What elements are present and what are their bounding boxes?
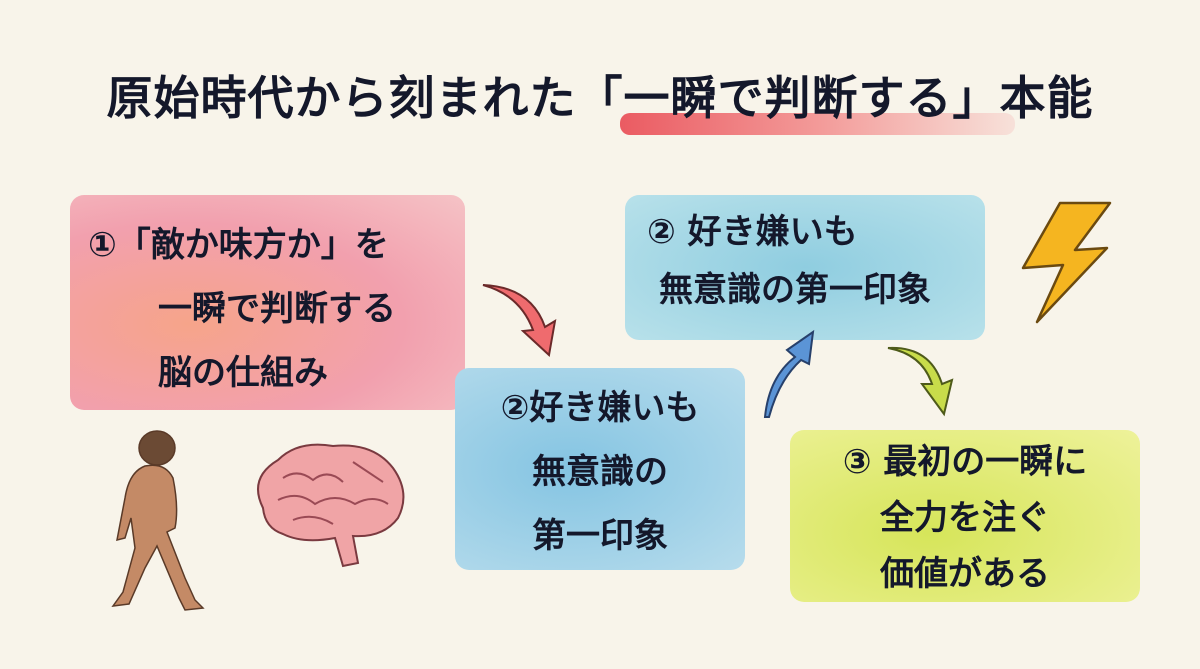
box-line: 価値がある bbox=[880, 554, 1050, 594]
box-line: 無意識の bbox=[532, 452, 668, 492]
box-step-1: ①「敵か味方か」を 一瞬で判断する 脳の仕組み bbox=[70, 195, 465, 410]
box-line: 無意識の第一印象 bbox=[659, 270, 931, 310]
page-title: 原始時代から刻まれた「一瞬で判断する」本能 bbox=[106, 71, 1094, 125]
box-line: 脳の仕組み bbox=[158, 353, 328, 393]
box-step-2-bottom: ②好き嫌いも 無意識の 第一印象 bbox=[455, 368, 745, 570]
arrow-blue-icon bbox=[763, 329, 815, 418]
box-line: 一瞬で判断する bbox=[158, 289, 396, 329]
caveman-icon bbox=[111, 430, 205, 611]
box-line: ①「敵か味方か」を bbox=[88, 225, 389, 265]
box-line: ③ 最初の一瞬に bbox=[842, 442, 1088, 482]
title-highlight bbox=[620, 113, 1015, 135]
brain-icon bbox=[257, 443, 405, 568]
box-line: ②好き嫌いも bbox=[500, 388, 700, 428]
arrow-red-icon bbox=[482, 284, 557, 357]
box-line: ② 好き嫌いも bbox=[647, 212, 858, 252]
box-line: 全力を注ぐ bbox=[880, 498, 1050, 538]
arrow-green-icon bbox=[887, 346, 954, 417]
box-step-2-top: ② 好き嫌いも 無意識の第一印象 bbox=[625, 195, 985, 340]
box-step-3: ③ 最初の一瞬に 全力を注ぐ 価値がある bbox=[790, 430, 1140, 602]
lightning-icon bbox=[1021, 201, 1112, 324]
box-line: 第一印象 bbox=[532, 516, 668, 556]
